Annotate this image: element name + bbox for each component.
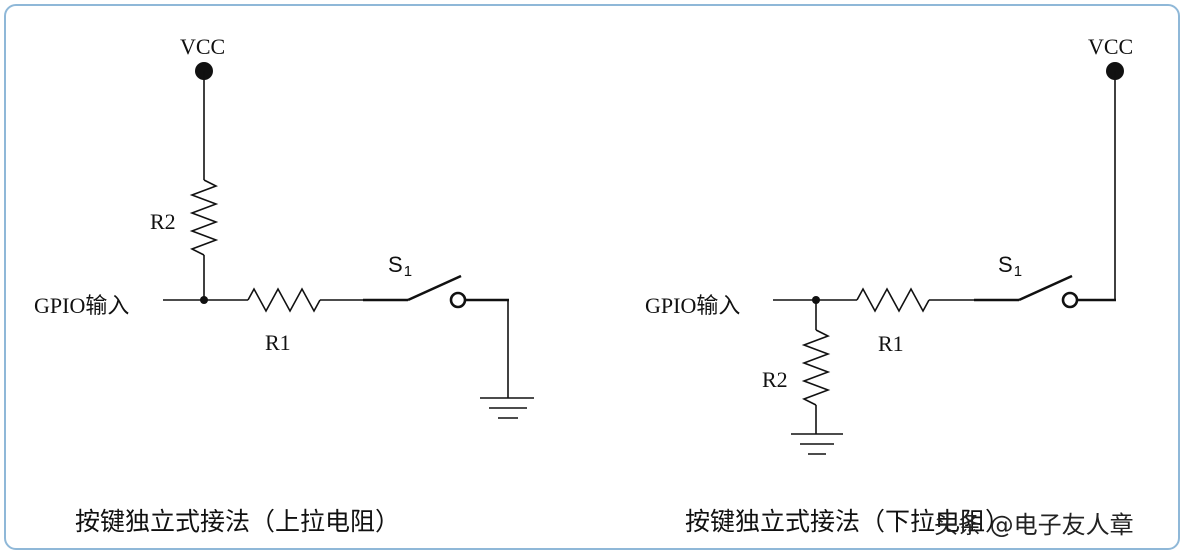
ground-symbol xyxy=(791,433,843,455)
pull-down-circuit: VCC GPIO输入 R2 R1 S1 按键独立式接法（下拉电阻） xyxy=(645,34,1133,536)
vcc-label: VCC xyxy=(180,34,225,59)
caption-pull-up: 按键独立式接法（上拉电阻） xyxy=(75,507,400,536)
ground-symbol xyxy=(480,397,534,419)
gpio-label: GPIO输入 xyxy=(645,293,740,318)
r1-label: R1 xyxy=(265,330,291,355)
caption-pull-down: 按键独立式接法（下拉电阻） xyxy=(685,507,1010,536)
r2-resistor xyxy=(189,179,219,256)
r2-label: R2 xyxy=(150,209,176,234)
vcc-label: VCC xyxy=(1088,34,1133,59)
junction-dot xyxy=(200,296,208,304)
watermark: 头条 @电子友人章 xyxy=(934,511,1134,539)
r1-label: R1 xyxy=(878,331,904,356)
switch-lever xyxy=(407,274,462,302)
r2-label: R2 xyxy=(762,367,788,392)
switch-contact xyxy=(449,291,467,309)
switch-contact xyxy=(1061,291,1079,309)
r1-resistor xyxy=(856,287,930,313)
switch-label: S1 xyxy=(388,252,412,280)
gpio-label: GPIO输入 xyxy=(34,293,129,318)
switch-lever xyxy=(1018,274,1073,302)
diagram-frame xyxy=(4,4,1180,550)
pull-up-circuit: VCC R2 GPIO输入 R1 S1 按键独立式接法（上拉电阻） xyxy=(34,34,534,536)
r2-resistor xyxy=(801,329,831,406)
switch-label: S1 xyxy=(998,252,1022,280)
r1-resistor xyxy=(247,287,321,313)
